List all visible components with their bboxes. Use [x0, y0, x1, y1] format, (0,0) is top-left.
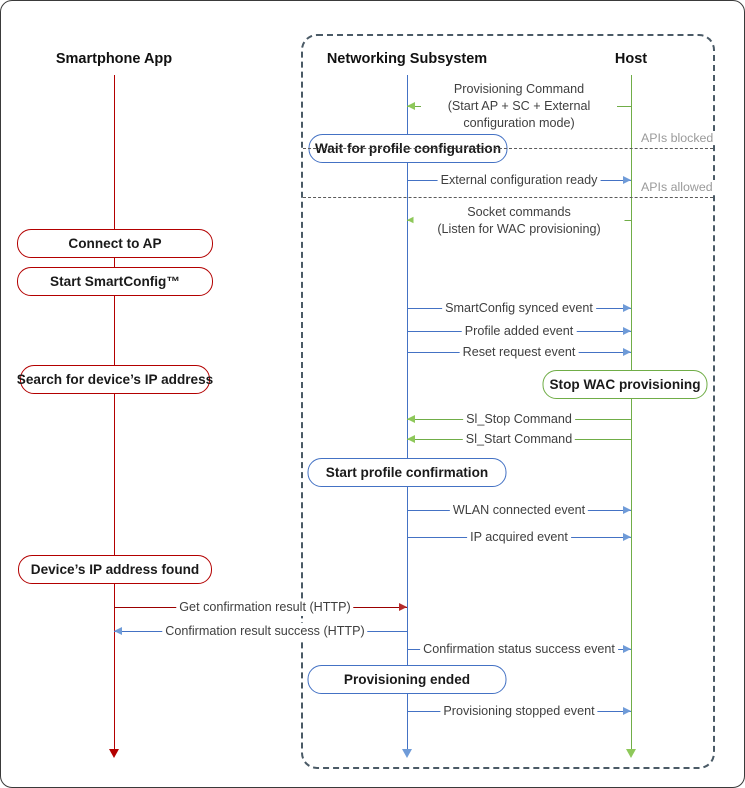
- separator-label-apis-blocked: APIs blocked: [638, 131, 717, 145]
- message-label-sl-stop-command: Sl_Stop Command: [463, 411, 575, 428]
- message-label-smartconfig-synced-event: SmartConfig synced event: [442, 300, 596, 317]
- message-arrow-sl-stop-command: [407, 414, 415, 423]
- action-start-smartconfig[interactable]: Start SmartConfig™: [17, 267, 213, 296]
- message-label-external-configuration-ready: External configuration ready: [437, 172, 601, 189]
- message-label-socket-commands: Socket commands(Listen for WAC provision…: [413, 204, 625, 238]
- lifeline-networking-subsystem: [407, 75, 408, 751]
- message-arrow-ip-acquired-event: [623, 532, 631, 541]
- action-search-for-device-ip-address[interactable]: Search for device’s IP address: [17, 365, 213, 394]
- message-arrow-socket-commands: [407, 215, 415, 224]
- message-label-provisioning-command: Provisioning Command(Start AP + SC + Ext…: [421, 81, 617, 132]
- action-stop-wac-provisioning[interactable]: Stop WAC provisioning: [542, 370, 708, 399]
- message-arrow-external-configuration-ready: [623, 175, 631, 184]
- message-arrow-confirmation-result-success: [114, 626, 122, 635]
- message-label-confirmation-status-success-event: Confirmation status success event: [420, 641, 618, 658]
- message-arrow-reset-request-event: [623, 347, 631, 356]
- message-label-provisioning-stopped-event: Provisioning stopped event: [440, 703, 598, 720]
- message-arrow-provisioning-command: [407, 101, 415, 110]
- lifeline-smartphone-app: [114, 75, 115, 751]
- message-label-ip-acquired-event: IP acquired event: [467, 529, 571, 546]
- message-label-sl-start-command: Sl_Start Command: [462, 431, 576, 448]
- separator-apis-allowed: [303, 197, 713, 198]
- message-arrow-sl-start-command: [407, 434, 415, 443]
- message-label-confirmation-result-success: Confirmation result success (HTTP): [162, 623, 368, 640]
- message-arrow-confirmation-status-success-event: [623, 644, 631, 653]
- action-device-ip-address-found[interactable]: Device’s IP address found: [18, 555, 212, 584]
- message-label-wlan-connected-event: WLAN connected event: [449, 502, 589, 519]
- message-label-reset-request-event: Reset request event: [459, 344, 579, 361]
- device-boundary-frame: [301, 34, 715, 769]
- message-label-profile-added-event: Profile added event: [461, 323, 577, 340]
- message-arrow-get-confirmation-result: [399, 602, 407, 611]
- lifeline-host: [631, 75, 632, 751]
- message-arrow-wlan-connected-event: [623, 505, 631, 514]
- message-arrow-provisioning-stopped-event: [623, 706, 631, 715]
- lifeline-end-arrow-networking-subsystem: [402, 749, 412, 758]
- message-arrow-profile-added-event: [623, 326, 631, 335]
- message-label-get-confirmation-result: Get confirmation result (HTTP): [176, 599, 354, 616]
- separator-label-apis-allowed: APIs allowed: [638, 180, 716, 194]
- message-arrow-smartconfig-synced-event: [623, 303, 631, 312]
- lifeline-end-arrow-smartphone-app: [109, 749, 119, 758]
- participant-header-networking-subsystem: Networking Subsystem: [326, 51, 488, 67]
- action-connect-to-ap[interactable]: Connect to AP: [17, 229, 213, 258]
- action-start-profile-confirmation[interactable]: Start profile confirmation: [307, 458, 507, 487]
- lifeline-end-arrow-host: [626, 749, 636, 758]
- participant-header-smartphone-app: Smartphone App: [55, 51, 173, 67]
- action-provisioning-ended[interactable]: Provisioning ended: [307, 665, 507, 694]
- separator-apis-blocked: [303, 148, 713, 149]
- participant-header-host: Host: [614, 51, 648, 67]
